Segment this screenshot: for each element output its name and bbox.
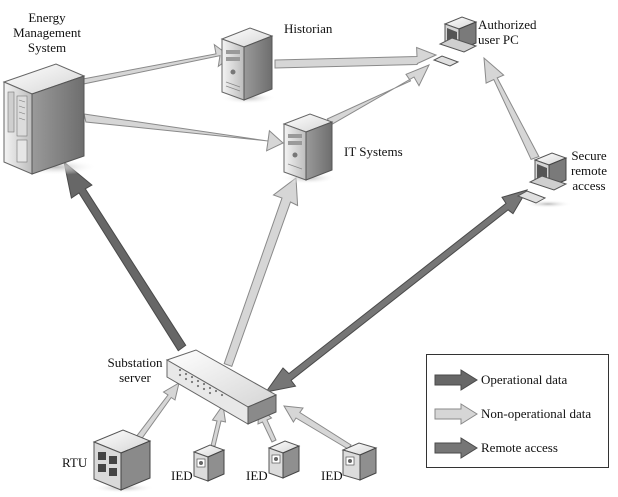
legend-label-operational: Operational data — [481, 372, 568, 387]
arrow-ied3-to-substation — [283, 405, 352, 450]
legend-swatch-non-operational — [434, 403, 478, 425]
label-substation-server: Substation server — [107, 355, 163, 385]
legend-item-non-operational: Non-operational data — [427, 403, 608, 425]
arrow-substation-to-it — [223, 177, 299, 368]
legend-label-non-operational: Non-operational data — [481, 406, 592, 421]
label-it-systems: IT Systems — [344, 144, 403, 159]
arrow-substation-remote-access — [264, 189, 529, 393]
ied-3-icon — [341, 442, 378, 481]
historian-server-icon — [220, 27, 276, 104]
ied-2-icon — [267, 440, 301, 479]
ems-server-icon — [2, 63, 97, 175]
arrow-ems-to-it — [83, 113, 284, 152]
legend-label-remote-access: Remote access — [481, 440, 558, 455]
arrow-ems-to-historian — [68, 43, 232, 87]
rtu-icon — [91, 429, 155, 493]
authorized-pc-icon — [432, 16, 478, 67]
it-systems-server-icon — [280, 113, 336, 184]
ied-1-icon — [192, 444, 226, 482]
secure-remote-pc-icon — [516, 152, 572, 208]
label-ems: Energy Management System — [13, 10, 81, 55]
arrow-remote-to-pc — [483, 56, 540, 161]
arrow-substation-to-ems — [63, 160, 187, 352]
legend: Operational data Non-operational data Re… — [426, 354, 609, 468]
arrow-rtu-to-substation — [134, 381, 180, 442]
arrow-historian-to-pc — [274, 46, 438, 69]
arrow-it-to-pc — [326, 64, 431, 126]
label-authorized-pc: Authorized user PC — [478, 17, 537, 47]
legend-item-remote-access: Remote access — [427, 437, 608, 459]
legend-swatch-remote-access — [434, 437, 478, 459]
label-secure-remote: Secure remote access — [570, 148, 608, 193]
legend-item-operational: Operational data — [427, 369, 608, 391]
label-ied-3: IED — [321, 468, 343, 483]
label-ied-1: IED — [171, 468, 193, 483]
legend-swatch-operational — [434, 369, 478, 391]
substation-server-icon — [165, 349, 278, 425]
arrow-ied1-to-substation — [210, 403, 227, 447]
label-rtu: RTU — [62, 455, 88, 470]
label-ied-2: IED — [246, 468, 268, 483]
label-historian: Historian — [284, 21, 333, 36]
